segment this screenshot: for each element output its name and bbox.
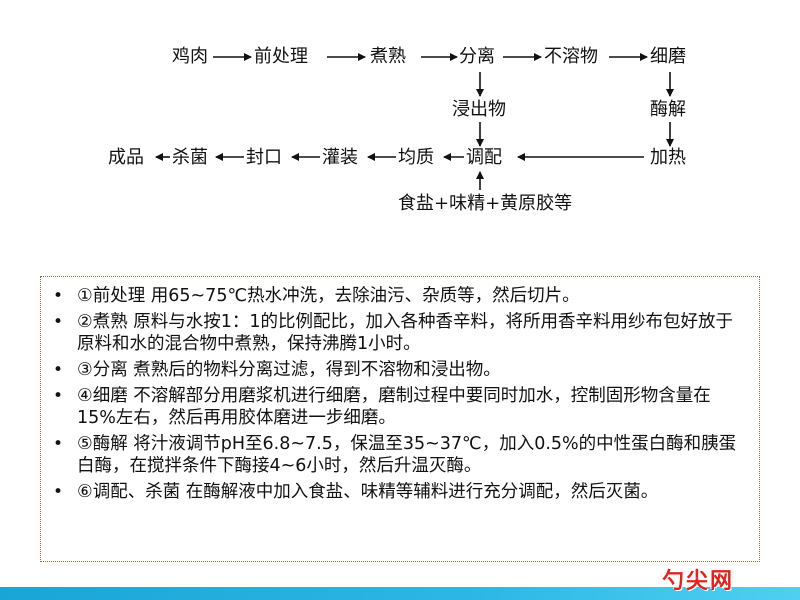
bullet-icon: • xyxy=(53,286,64,306)
node-enzymolysis: 酶解 xyxy=(650,99,686,120)
node-separate: 分离 xyxy=(459,46,495,67)
site-watermark: 勺尖网 xyxy=(662,569,735,594)
node-seal: 封口 xyxy=(246,147,282,168)
bullet-icon: • xyxy=(53,386,64,406)
note-text: ④细磨 不溶解部分用磨浆机进行细磨，磨制过程中要同时加水，控制固形物含量在15%… xyxy=(77,386,711,428)
node-product: 成品 xyxy=(108,147,144,168)
node-fill: 灌装 xyxy=(322,147,358,168)
node-blend: 调配 xyxy=(466,147,502,168)
bullet-icon: • xyxy=(53,482,64,502)
note-item-blend-sterilize: • ⑥调配、杀菌 在酶解液中加入食盐、味精等辅料进行充分调配，然后灭菌。 xyxy=(51,481,749,503)
process-notes-list: • ①前处理 用65~75℃热水冲洗，去除油污、杂质等，然后切片。 • ②煮熟 原料… xyxy=(51,285,749,503)
node-extract: 浸出物 xyxy=(452,99,506,120)
node-additives: 食盐+味精+黄原胶等 xyxy=(398,193,573,214)
node-sterilize: 杀菌 xyxy=(172,147,208,168)
note-text: ②煮熟 原料与水按1：1的比例配比，加入各种香辛料，将所用香辛料用纱布包好放于原… xyxy=(77,312,734,354)
note-item-cook: • ②煮熟 原料与水按1：1的比例配比，加入各种香辛料，将所用香辛料用纱布包好放于… xyxy=(51,311,749,355)
note-item-enzymolysis: • ⑤酶解 将汁液调节pH至6.8~7.5，保温至35~37℃，加入0.5%的中性… xyxy=(51,433,749,477)
process-flow-arrows xyxy=(155,53,674,190)
node-homogenize: 均质 xyxy=(398,147,434,168)
node-heat: 加热 xyxy=(650,147,686,168)
note-text: ③分离 煮熟后的物料分离过滤，得到不溶物和浸出物。 xyxy=(77,360,501,380)
bullet-icon: • xyxy=(53,434,64,454)
note-item-separate: • ③分离 煮熟后的物料分离过滤，得到不溶物和浸出物。 xyxy=(51,359,749,381)
node-insoluble: 不溶物 xyxy=(544,46,598,67)
note-text: ⑤酶解 将汁液调节pH至6.8~7.5，保温至35~37℃，加入0.5%的中性蛋… xyxy=(77,434,737,476)
node-cook: 煮熟 xyxy=(370,46,406,67)
note-text: ①前处理 用65~75℃热水冲洗，去除油污、杂质等，然后切片。 xyxy=(77,286,580,306)
process-notes-box: • ①前处理 用65~75℃热水冲洗，去除油污、杂质等，然后切片。 • ②煮熟 原料… xyxy=(40,276,760,562)
bottom-accent-bar xyxy=(0,587,800,600)
node-grind: 细磨 xyxy=(650,46,686,67)
bullet-icon: • xyxy=(53,360,64,380)
note-item-pretreat: • ①前处理 用65~75℃热水冲洗，去除油污、杂质等，然后切片。 xyxy=(51,285,749,307)
node-chicken: 鸡肉 xyxy=(172,46,208,67)
bullet-icon: • xyxy=(53,312,64,332)
note-text: ⑥调配、杀菌 在酶解液中加入食盐、味精等辅料进行充分调配，然后灭菌。 xyxy=(77,482,659,502)
note-item-grind: • ④细磨 不溶解部分用磨浆机进行细磨，磨制过程中要同时加水，控制固形物含量在15… xyxy=(51,385,749,429)
node-pretreat: 前处理 xyxy=(254,46,308,67)
